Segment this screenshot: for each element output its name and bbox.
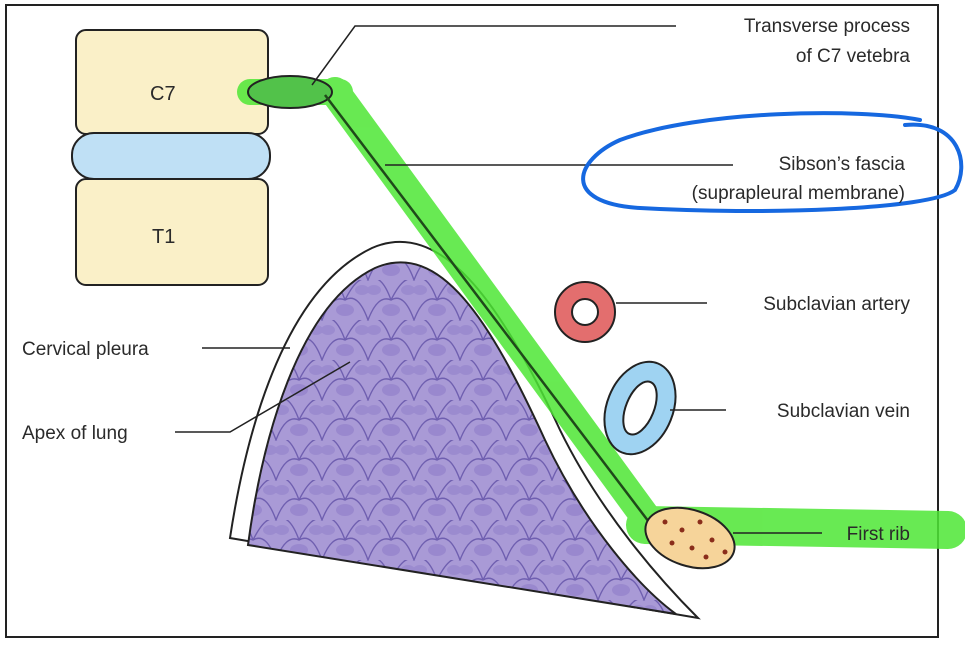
label-subclavian-artery: Subclavian artery — [763, 294, 910, 315]
subclavian-artery — [555, 282, 615, 342]
c7-vertebra-body — [76, 30, 268, 134]
label-cervical-pleura: Cervical pleura — [22, 339, 149, 360]
label-sibson-line2: (suprapleural membrane) — [692, 183, 905, 204]
label-apex-of-lung: Apex of lung — [22, 423, 128, 444]
vertebral-column: C7 T1 — [72, 30, 270, 285]
c7-label: C7 — [150, 83, 176, 105]
label-transverse-line2: of C7 vetebra — [796, 46, 910, 67]
label-subclavian-vein: Subclavian vein — [777, 401, 910, 422]
t1-label: T1 — [152, 226, 175, 248]
label-transverse-line1: Transverse process — [744, 16, 910, 37]
leader-transverse — [312, 26, 676, 85]
intervertebral-disc — [72, 133, 270, 179]
label-sibson-line1: Sibson’s fascia — [779, 154, 906, 175]
label-first-rib: First rib — [847, 524, 910, 545]
transverse-process — [248, 76, 332, 108]
